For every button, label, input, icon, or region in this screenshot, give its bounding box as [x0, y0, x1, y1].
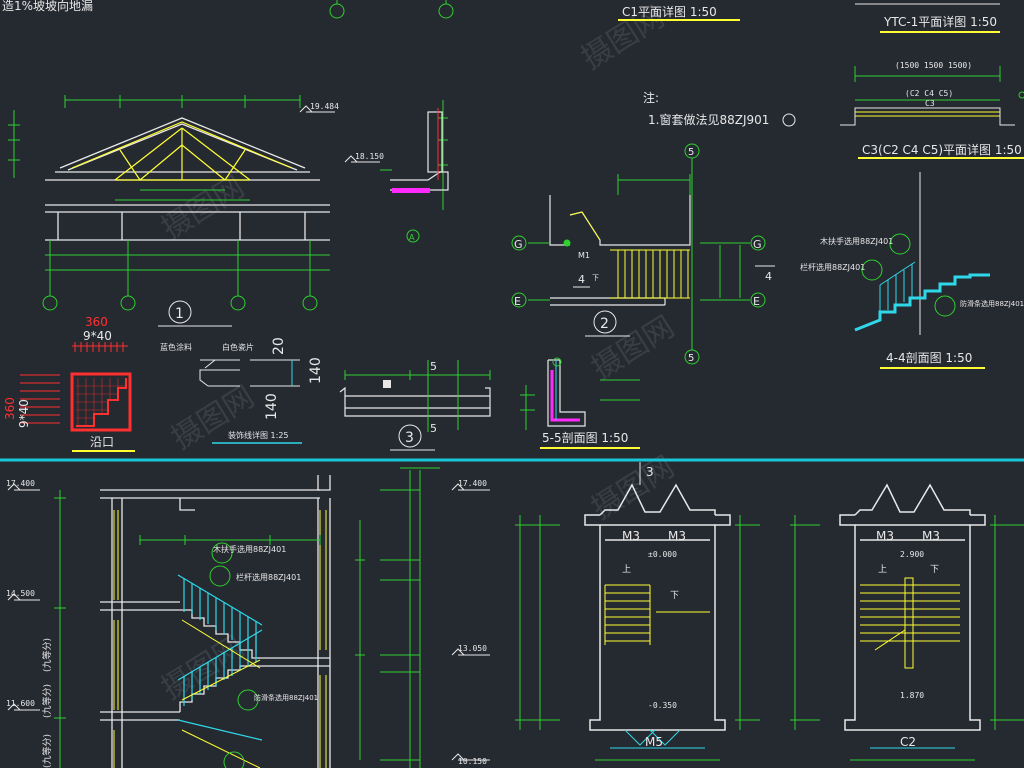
- decor-tile-label: 白色瓷片: [222, 342, 254, 352]
- section-4-left: 4: [578, 273, 585, 286]
- elev-mid-3: 10.150: [458, 757, 487, 766]
- plan1-section-3: 3: [646, 465, 654, 479]
- decor-dim-140b: 140: [264, 393, 280, 420]
- plan1-door-left: M3: [622, 529, 640, 543]
- section-4-right: 4: [765, 270, 772, 283]
- notes-label: 注:: [643, 90, 659, 105]
- axis-5-bottom: 5: [688, 353, 694, 364]
- equal-parts-3: (九等分): [41, 734, 53, 768]
- antislip-note-1: 防滑条选用88ZJ401: [960, 299, 1024, 308]
- axis-g-left: G: [514, 238, 523, 251]
- decor-dim-140a: 140: [308, 357, 324, 384]
- drain-slope-note: 造1%坡坡向地漏: [2, 0, 93, 13]
- cornice-detail-3: 5 5 3: [339, 360, 491, 451]
- watermark-3: 摄图网: [166, 379, 261, 456]
- railing-note-2: 栏杆选用88ZJ401: [236, 572, 301, 582]
- axis-5-top: 5: [688, 147, 694, 158]
- watermark-layer: 摄图网 摄图网 摄图网 摄图网 摄图网 摄图网: [156, 0, 681, 707]
- section-5-5-title: 5-5剖面图 1:50: [542, 431, 628, 445]
- handrail-note-1: 木扶手选用88ZJ401: [820, 236, 893, 246]
- plan1-level: ±0.000: [648, 550, 677, 559]
- plan1-level2: -0.350: [648, 701, 677, 710]
- roof-eave-elevation: 18.150: [355, 152, 384, 161]
- plan1-bottom-label: M5: [645, 735, 663, 749]
- plan2-door-left: M3: [876, 529, 894, 543]
- stair-plan-upper: M3 M3 2.900 上 下 1.870 C2: [790, 483, 1024, 761]
- section-marker-a: A: [409, 233, 415, 242]
- c1-plan-title: C1平面详图 1:50: [622, 4, 717, 19]
- axis-g-right: G: [753, 238, 762, 251]
- gutter-dim-side2: 9*40: [17, 399, 31, 428]
- gutter-dim-top: 360: [85, 315, 108, 329]
- decor-line-detail: 蓝色涂料 白色瓷片 20 140 140 装饰线详图 1:25: [158, 325, 324, 444]
- watermark-6: 摄图网: [156, 629, 251, 706]
- detail-marker-3: 3: [405, 430, 414, 446]
- stair-section-bottom-left: 17.400 14.500 11.600 (九等分) (九等分) (九等分): [6, 475, 331, 768]
- c3-plan-title: C3(C2 C4 C5)平面详图 1:50: [862, 142, 1022, 157]
- equal-parts-1: (九等分): [41, 638, 53, 672]
- roof-peak-elevation: 19.484: [310, 102, 339, 111]
- plan2-door-right: M3: [922, 529, 940, 543]
- top-axis-bubbles: [329, 0, 454, 19]
- axis-e-left: E: [514, 295, 521, 308]
- gutter-title: 沿口: [90, 435, 114, 449]
- decor-line-title: 装饰线详图 1:25: [228, 430, 289, 440]
- ytc1-plan-title: YTC-1平面详图 1:50: [883, 14, 997, 29]
- stair-plan-ground: 3 M3 M3 ±0.000 上 下 -0.350: [515, 462, 760, 761]
- antislip-note-2: 防滑条选用88ZJ401: [254, 693, 318, 702]
- section-5-bottom-label: 5: [430, 422, 437, 435]
- middle-dimension-strip: 17.400 13.050 10.150: [355, 467, 490, 768]
- elev-mid-2: 13.050: [458, 644, 487, 653]
- ytc-dim-mid: (C2 C4 C5): [905, 89, 953, 98]
- gutter-dim-top2: 9*40: [83, 329, 112, 343]
- c3-label: C3: [925, 99, 935, 108]
- decor-dim-20: 20: [271, 337, 287, 355]
- door-m1-label: M1: [578, 251, 590, 260]
- section-4-4-detail: 木扶手选用88ZJ401 栏杆选用88ZJ401 防滑条选用88ZJ401 4-…: [800, 172, 1024, 369]
- notes-line-1: 1.窗套做法见88ZJ901: [648, 112, 769, 127]
- plan2-level2: 1.870: [900, 691, 924, 700]
- gutter-detail: 360 9*40 360 9*40: [3, 315, 135, 452]
- ytc-c3-plan-detail: YTC-1平面详图 1:50 (1500 1500 1500) (C2 C4 C…: [840, 3, 1024, 159]
- plan1-door-right: M3: [668, 529, 686, 543]
- ytc-dim-top: (1500 1500 1500): [895, 61, 972, 70]
- handrail-note-2: 木扶手选用88ZJ401: [213, 544, 286, 554]
- elev-mid-1: 17.400: [458, 479, 487, 488]
- elev-left-1: 17.400: [6, 479, 35, 488]
- detail-marker-2: 2: [600, 316, 609, 332]
- elev-left-3: 11.600: [6, 699, 35, 708]
- plan1-down: 下: [670, 591, 679, 601]
- plan2-down: 下: [930, 565, 939, 575]
- roof-elevation-detail: 19.484 18.150 1: [8, 95, 384, 327]
- section-5-top-label: 5: [430, 360, 437, 373]
- watermark-2: 摄图网: [156, 169, 251, 246]
- c1-plan-detail: C1平面详图 1:50 注: 1.窗套做法见88ZJ901: [511, 4, 796, 365]
- detail-marker-1: 1: [175, 306, 184, 322]
- plan1-up: 上: [622, 564, 631, 575]
- section-5-5-detail: 5-5剖面图 1:50: [520, 357, 640, 449]
- decor-paint-label: 蓝色涂料: [160, 342, 192, 352]
- equal-parts-2: (九等分): [41, 684, 53, 718]
- plan2-level: 2.900: [900, 550, 924, 559]
- axis-e-right: E: [753, 295, 760, 308]
- plan2-up: 上: [878, 564, 887, 575]
- section-4-4-title: 4-4剖面图 1:50: [886, 351, 972, 365]
- plan2-bottom-label: C2: [900, 735, 916, 749]
- stair-down-label-1: 下: [592, 274, 599, 282]
- elev-left-2: 14.500: [6, 589, 35, 598]
- railing-note-1: 栏杆选用88ZJ401: [800, 262, 865, 272]
- gutter-dim-side: 360: [3, 397, 17, 420]
- eave-section-detail: A: [380, 100, 449, 243]
